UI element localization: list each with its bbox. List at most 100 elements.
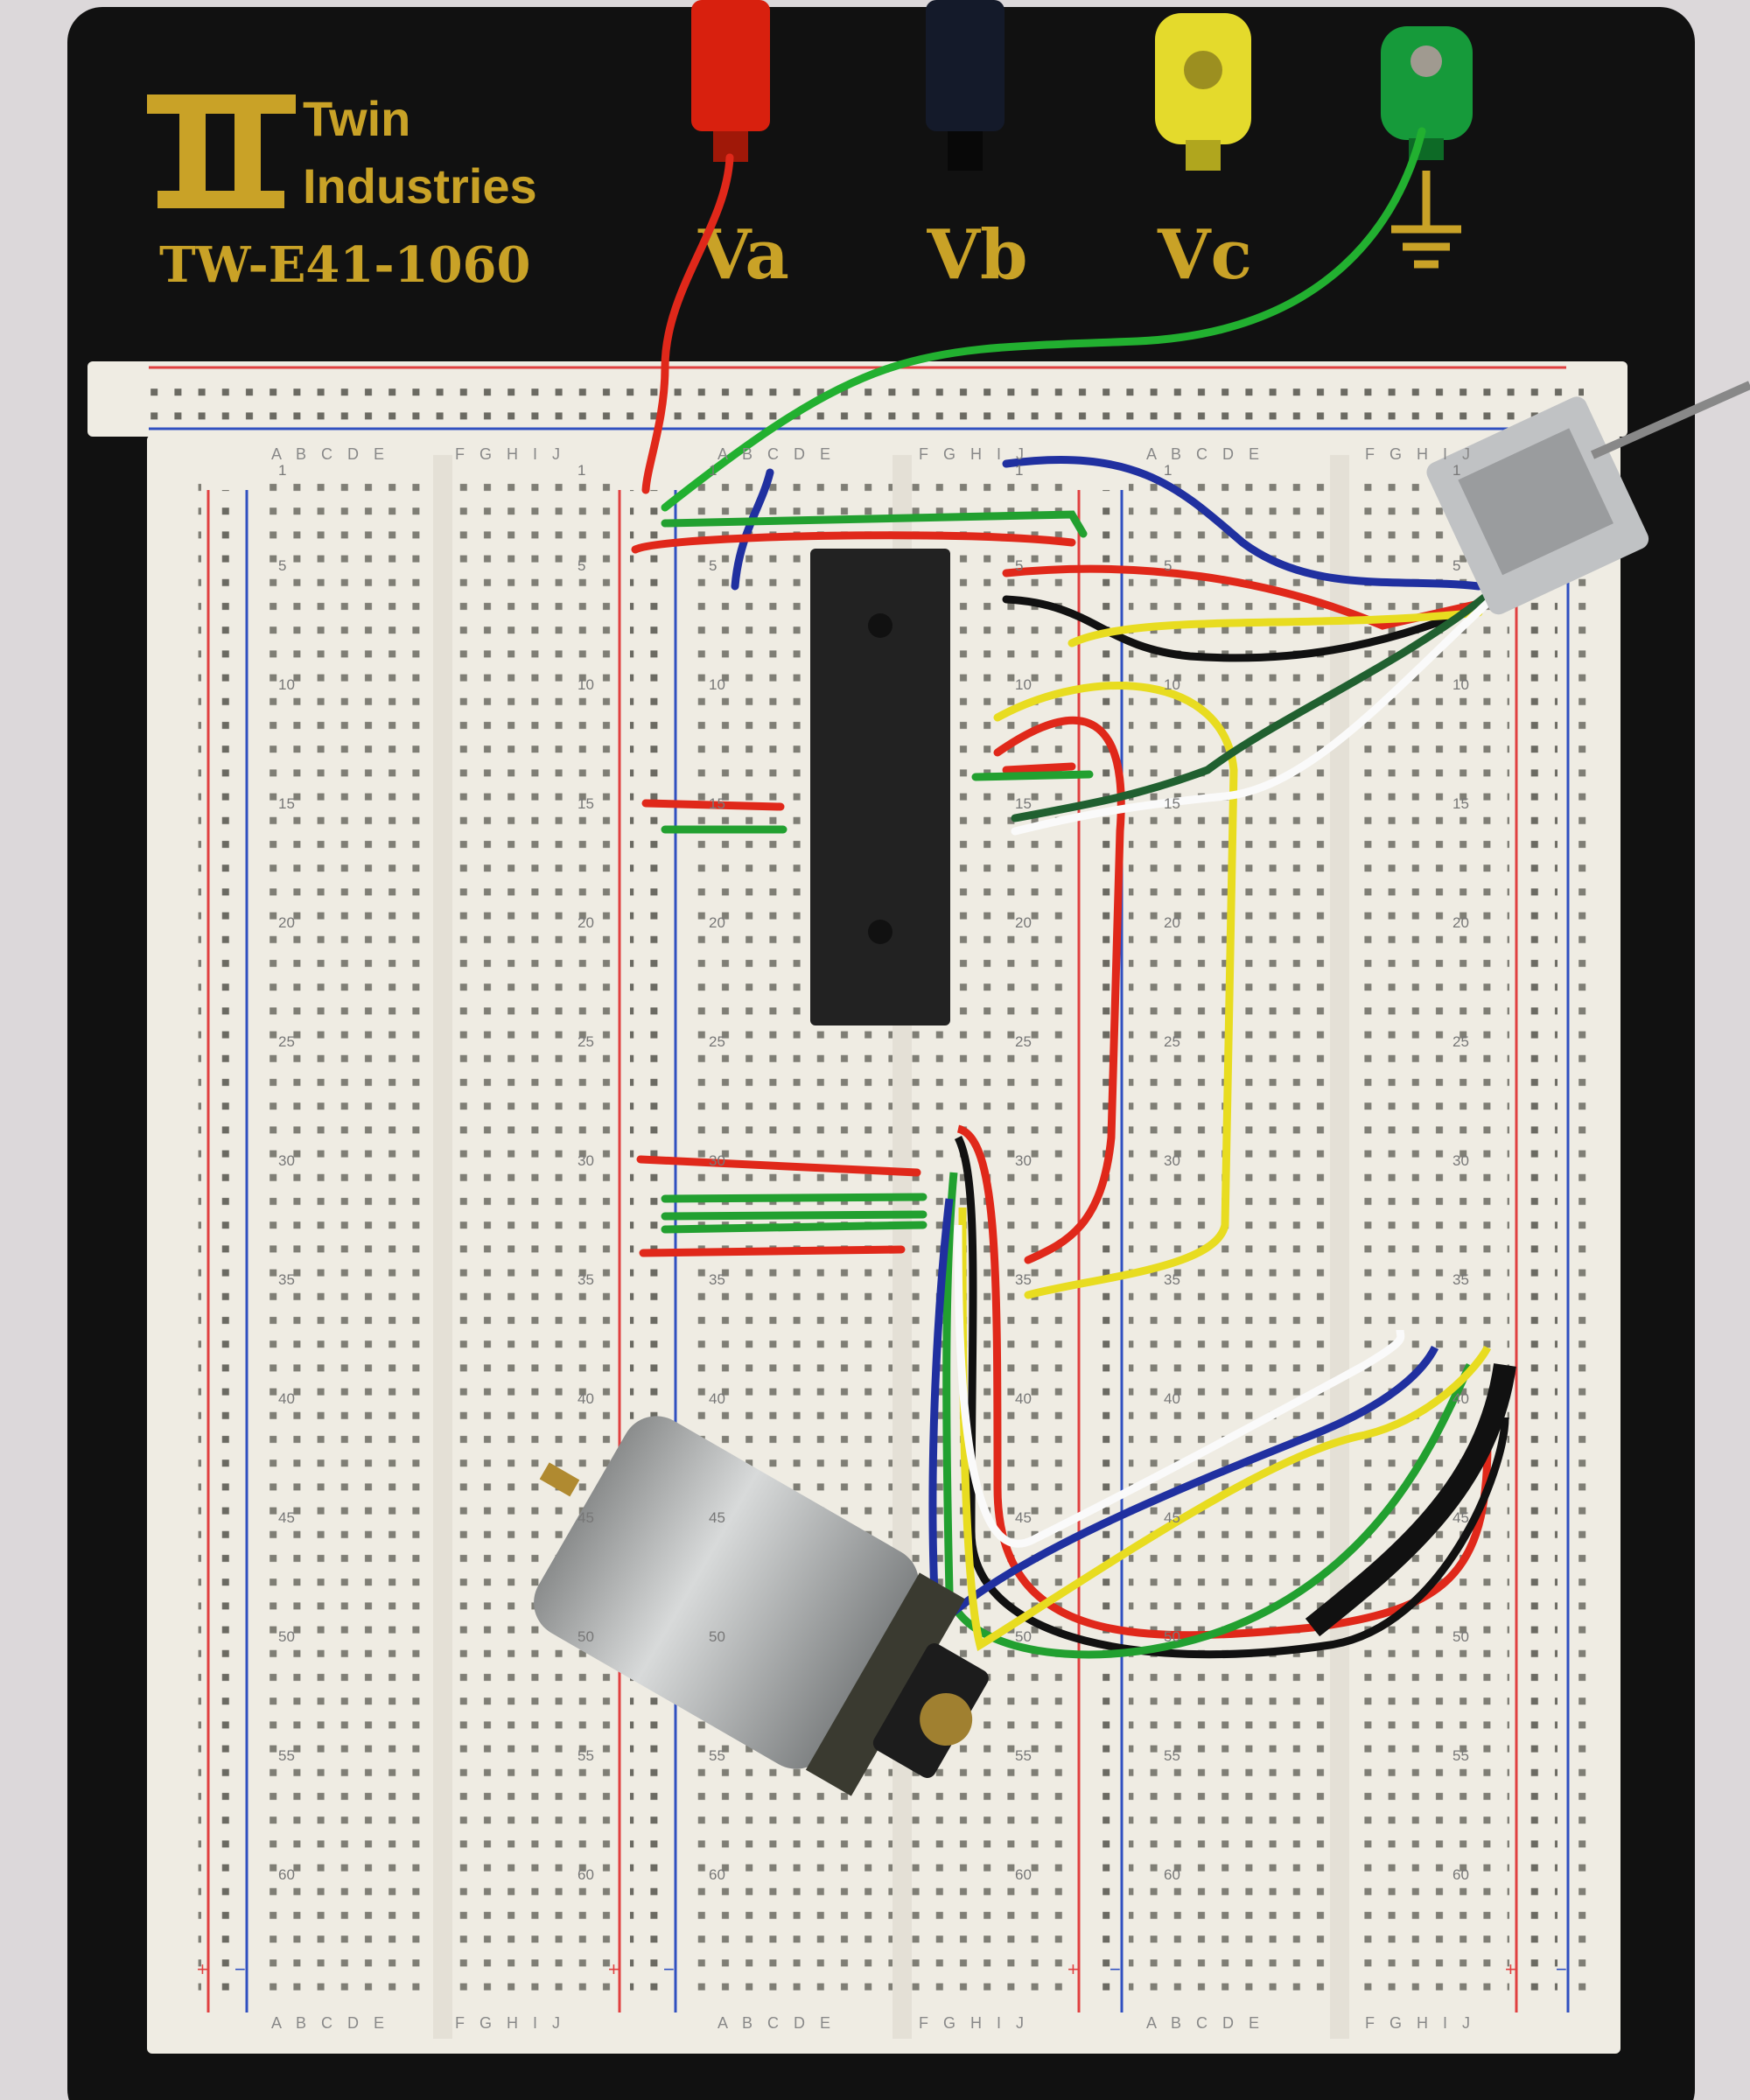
brand-logo — [147, 94, 296, 208]
ground-symbol-icon — [1391, 171, 1461, 269]
plus-label: + — [608, 1958, 620, 1980]
row-number: 10 — [1015, 676, 1032, 693]
row-number: 5 — [709, 557, 717, 574]
brand-line1: Twin — [303, 91, 410, 146]
row-number: 15 — [1015, 795, 1032, 812]
row-number: 15 — [278, 795, 295, 812]
row-number: 50 — [1452, 1628, 1469, 1645]
minus-label: − — [663, 1958, 675, 1980]
row-number: 50 — [578, 1628, 594, 1645]
row-number: 45 — [1015, 1509, 1032, 1526]
row-number: 35 — [709, 1271, 725, 1288]
minus-label: − — [1110, 1958, 1121, 1980]
row-number: 10 — [1452, 676, 1469, 693]
row-number: 25 — [578, 1033, 594, 1050]
row-number: 30 — [578, 1152, 594, 1169]
rail-holes — [630, 490, 665, 2004]
column-letters: F G H I J — [455, 445, 565, 463]
row-number: 50 — [1015, 1628, 1032, 1645]
column-letters: F G H I J — [1365, 445, 1475, 463]
row-number: 45 — [1452, 1509, 1469, 1526]
row-number: 15 — [1452, 795, 1469, 812]
column-letters: A B C D E — [271, 2014, 389, 2032]
row-number: 15 — [578, 795, 594, 812]
row-number: 55 — [578, 1747, 594, 1764]
row-number: 55 — [1452, 1747, 1469, 1764]
binding-post-vb[interactable] — [926, 0, 1004, 171]
center-channel — [433, 455, 452, 2039]
row-number: 1 — [578, 462, 585, 479]
row-number: 45 — [278, 1509, 295, 1526]
column-letters: A B C D E — [271, 445, 389, 463]
jumper-wires — [631, 127, 1501, 1299]
row-number: 20 — [1015, 914, 1032, 931]
column-letters: A B C D E — [1146, 2014, 1264, 2032]
row-number: 35 — [1164, 1271, 1180, 1288]
row-number: 40 — [709, 1390, 725, 1407]
rail-holes — [1527, 490, 1558, 2004]
row-number: 35 — [278, 1271, 295, 1288]
row-number: 55 — [1164, 1747, 1180, 1764]
row-number: 45 — [709, 1509, 725, 1526]
column-letters: A B C D E — [718, 445, 836, 463]
row-number: 45 — [578, 1509, 594, 1526]
label-vc: Vc — [1157, 215, 1252, 295]
row-number: 20 — [709, 914, 725, 931]
brand-line2: Industries — [303, 158, 537, 214]
column-letters: F G H I J — [919, 2014, 1029, 2032]
row-number: 40 — [1164, 1390, 1180, 1407]
row-number: 1 — [709, 462, 717, 479]
row-number: 30 — [1164, 1152, 1180, 1169]
column-letters: A B C D E — [718, 2014, 836, 2032]
row-number: 5 — [1452, 557, 1460, 574]
row-number: 60 — [1164, 1866, 1180, 1883]
probe — [1590, 381, 1750, 459]
row-number: 35 — [1452, 1271, 1469, 1288]
row-number: 30 — [709, 1152, 725, 1169]
row-number: 55 — [709, 1747, 725, 1764]
row-number: 25 — [709, 1033, 725, 1050]
plus-label: + — [197, 1958, 208, 1980]
row-number: 20 — [1164, 914, 1180, 931]
binding-post-vc[interactable] — [1155, 13, 1251, 171]
rail-holes — [219, 490, 236, 2004]
row-number: 25 — [1164, 1033, 1180, 1050]
row-number: 20 — [278, 914, 295, 931]
column-letters: A B C D E — [1146, 445, 1264, 463]
label-vb: Vb — [926, 215, 1027, 295]
row-number: 50 — [278, 1628, 295, 1645]
row-number: 1 — [1015, 462, 1023, 479]
top-power-rail — [88, 361, 1628, 437]
plus-label: + — [1505, 1958, 1516, 1980]
row-number: 35 — [1015, 1271, 1032, 1288]
row-number: 40 — [1015, 1390, 1032, 1407]
row-number: 50 — [709, 1628, 725, 1645]
row-number: 55 — [278, 1747, 295, 1764]
dc-motor — [534, 1416, 989, 1796]
rail-holes — [1089, 490, 1111, 2004]
row-number: 60 — [278, 1866, 295, 1883]
row-number: 60 — [1452, 1866, 1469, 1883]
row-number: 1 — [278, 462, 286, 479]
column-letters: F G H I J — [919, 445, 1029, 463]
plus-label: + — [1068, 1958, 1079, 1980]
row-number: 40 — [578, 1390, 594, 1407]
row-number: 10 — [709, 676, 725, 693]
row-number: 45 — [1164, 1509, 1180, 1526]
row-number: 10 — [278, 676, 295, 693]
model-number: TW-E41-1060 — [159, 236, 530, 294]
row-number: 20 — [1452, 914, 1469, 931]
row-number: 30 — [1452, 1152, 1469, 1169]
row-number: 10 — [1164, 676, 1180, 693]
row-number: 30 — [278, 1152, 295, 1169]
row-number: 40 — [1452, 1390, 1469, 1407]
row-number: 5 — [1164, 557, 1172, 574]
ic-chip — [810, 549, 950, 1026]
row-number: 35 — [578, 1271, 594, 1288]
minus-label: − — [234, 1958, 246, 1980]
binding-post-va[interactable] — [691, 0, 770, 162]
row-number: 40 — [278, 1390, 295, 1407]
row-number: 5 — [578, 557, 585, 574]
row-number: 50 — [1164, 1628, 1180, 1645]
row-number: 15 — [709, 795, 725, 812]
